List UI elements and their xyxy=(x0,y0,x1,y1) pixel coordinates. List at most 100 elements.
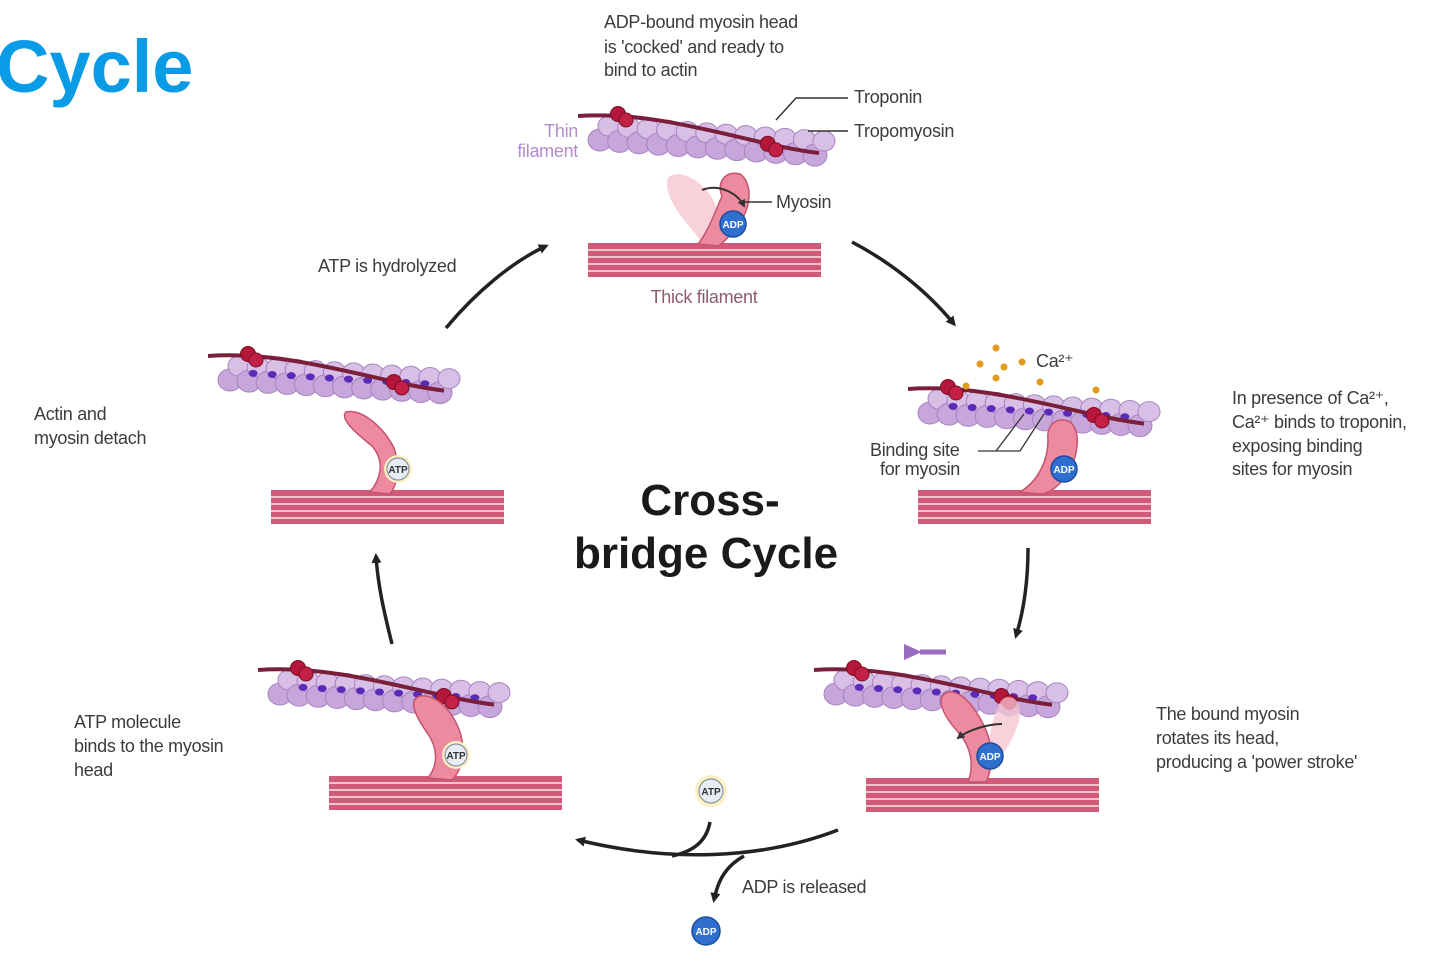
svg-text:The bound myosin: The bound myosin xyxy=(1156,704,1299,724)
svg-text:ATP: ATP xyxy=(388,465,408,476)
myosin-binding-site xyxy=(967,404,977,412)
actin-monomer xyxy=(812,130,836,152)
myosin-binding-site xyxy=(286,372,296,380)
svg-text:ADP: ADP xyxy=(979,752,1000,763)
troponin-complex xyxy=(1094,413,1110,429)
calcium-label: Ca²⁺ xyxy=(1036,351,1073,371)
thin-filament xyxy=(907,379,1161,438)
thin-filament-label: Thin filament xyxy=(517,121,578,161)
myosin-binding-site xyxy=(931,688,941,696)
svg-text:ATP: ATP xyxy=(446,751,466,762)
myosin-binding-site xyxy=(336,686,346,694)
myosin-binding-site xyxy=(948,402,958,410)
svg-text:ADP: ADP xyxy=(1053,465,1074,476)
svg-text:bridge Cycle: bridge Cycle xyxy=(574,529,838,578)
svg-text:Ca²⁺ binds to troponin,: Ca²⁺ binds to troponin, xyxy=(1232,412,1407,432)
atp-hydrolyzed-label: ATP is hydrolyzed xyxy=(318,256,456,276)
stage-atp-binding: ATP ATP molecule binds to the myosin hea… xyxy=(74,660,562,810)
myosin-binding-site xyxy=(298,683,308,691)
myosin-binding-site xyxy=(344,375,354,383)
myosin-binding-site xyxy=(1044,408,1054,416)
myosin-binding-site xyxy=(1024,407,1034,415)
svg-text:sites for myosin: sites for myosin xyxy=(1232,459,1352,479)
myosin-binding-site xyxy=(986,405,996,413)
svg-text:ADP: ADP xyxy=(722,220,743,231)
arrow-bottom-to-left xyxy=(575,828,839,857)
myosin-label: Myosin xyxy=(776,192,831,212)
tropomyosin-strand xyxy=(207,353,445,393)
atp-badge: ATP xyxy=(442,741,470,769)
thin-filament xyxy=(257,660,511,719)
troponin-complex xyxy=(618,112,634,128)
tropomyosin-strand xyxy=(907,386,1145,426)
right-upper-caption: In presence of Ca²⁺, Ca²⁺ binds to tropo… xyxy=(1232,388,1407,479)
svg-text:is 'cocked' and ready to: is 'cocked' and ready to xyxy=(604,37,784,57)
left-lower-caption: ATP molecule binds to the myosin head xyxy=(74,712,224,780)
troponin-complex xyxy=(248,352,264,368)
rotation-arrow xyxy=(956,723,1003,740)
free-atp-molecule: ATP xyxy=(695,775,727,807)
adp-exit-branch xyxy=(710,854,745,903)
myosin-binding-site xyxy=(374,688,384,696)
adp-badge: ADP xyxy=(719,210,747,238)
myosin-binding-site xyxy=(363,376,373,384)
thick-filament xyxy=(271,490,504,524)
svg-text:exposing binding: exposing binding xyxy=(1232,436,1362,456)
troponin-complex xyxy=(948,385,964,401)
thick-filament-label: Thick filament xyxy=(651,287,758,307)
myosin-binding-site xyxy=(394,689,404,697)
svg-text:Thin: Thin xyxy=(544,121,578,141)
thin-filament xyxy=(207,346,461,405)
page-title: Cycle xyxy=(0,25,193,108)
thick-filament xyxy=(866,778,1099,812)
myosin-binding-site xyxy=(317,685,327,693)
arrow-top-to-right xyxy=(851,240,956,327)
stage-top-cocked: ADP ADP-bound myosin head is 'cocked' an… xyxy=(517,12,954,307)
top-caption: ADP-bound myosin head is 'cocked' and re… xyxy=(604,12,798,80)
troponin-complex xyxy=(444,694,460,710)
myosin-binding-site xyxy=(912,687,922,695)
myosin-binding-site xyxy=(1063,409,1073,417)
adp-released-label: ADP is released xyxy=(742,877,866,897)
svg-text:bind to actin: bind to actin xyxy=(604,60,697,80)
binding-site-leader xyxy=(978,413,1045,452)
stage-power-stroke: ADP The bound myosin rotates its head, p… xyxy=(813,644,1357,812)
thin-filament xyxy=(813,660,1069,719)
left-upper-caption: Actin and myosin detach xyxy=(34,404,146,448)
myosin-binding-site xyxy=(970,690,980,698)
tropomyosin-strand xyxy=(813,667,1053,707)
svg-text:Actin and: Actin and xyxy=(34,404,106,424)
stage-calcium-binding: ADP Ca²⁺ Binding site for myosin In pres… xyxy=(870,344,1407,524)
troponin-label: Troponin xyxy=(854,87,922,107)
atp-badge: ATP xyxy=(384,455,412,483)
tropomyosin-strand xyxy=(257,667,495,707)
released-adp-molecule: ADP xyxy=(691,916,721,946)
cocking-arrow xyxy=(701,186,745,208)
actin-monomer xyxy=(1137,401,1161,423)
adp-badge: ADP xyxy=(1050,455,1078,483)
myosin-binding-site xyxy=(324,374,334,382)
arrow-right-down xyxy=(1013,547,1030,639)
actin-monomer xyxy=(487,682,511,704)
arrow-left-to-top xyxy=(444,244,549,330)
myosin-ghost-head xyxy=(667,174,720,240)
svg-text:rotates its head,: rotates its head, xyxy=(1156,728,1279,748)
myosin-binding-site xyxy=(355,687,365,695)
myosin-binding-site xyxy=(305,373,315,381)
binding-site-label: Binding site for myosin xyxy=(870,440,960,479)
thick-filament xyxy=(329,776,562,810)
myosin-head xyxy=(343,410,399,495)
svg-text:ADP-bound myosin head: ADP-bound myosin head xyxy=(604,12,798,32)
svg-text:ATP molecule: ATP molecule xyxy=(74,712,181,732)
svg-text:ATP: ATP xyxy=(701,787,721,798)
troponin-complex xyxy=(298,666,314,682)
svg-text:myosin detach: myosin detach xyxy=(34,428,146,448)
svg-text:ADP: ADP xyxy=(695,927,716,938)
svg-text:head: head xyxy=(74,760,113,780)
svg-text:producing a 'power stroke': producing a 'power stroke' xyxy=(1156,752,1357,772)
center-title: Cross- bridge Cycle xyxy=(574,476,838,578)
troponin-complex xyxy=(768,142,784,158)
atp-entry-branch xyxy=(671,821,712,858)
svg-text:for myosin: for myosin xyxy=(880,459,960,479)
adp-badge: ADP xyxy=(976,742,1004,770)
